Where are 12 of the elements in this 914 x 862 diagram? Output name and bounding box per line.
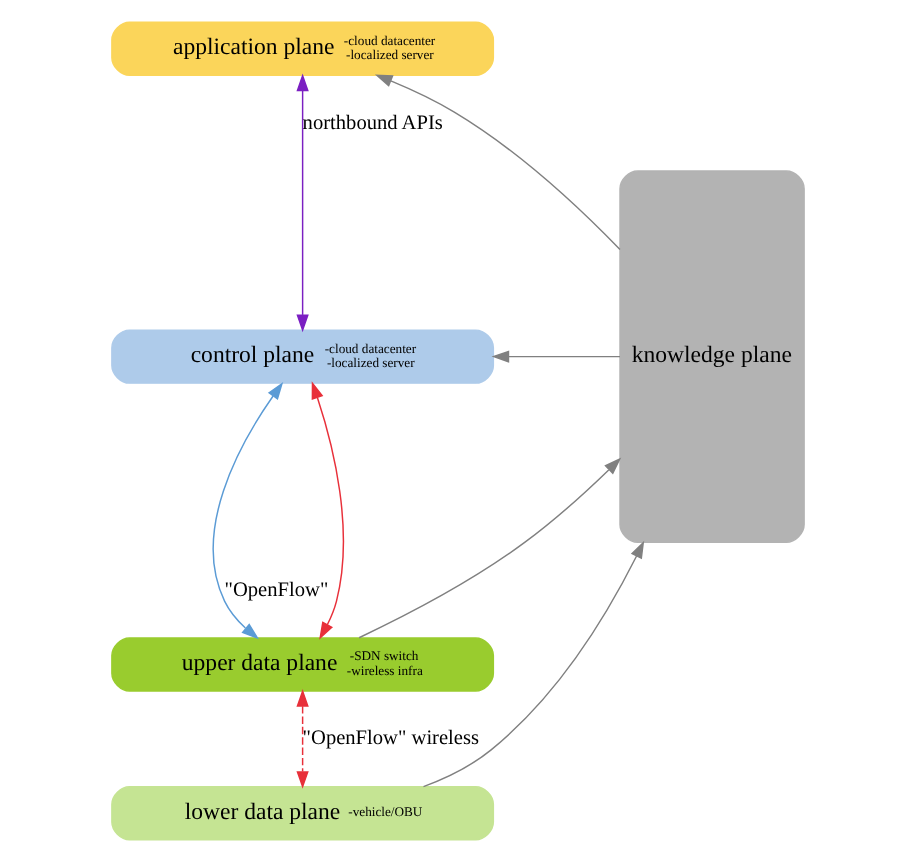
arrow xyxy=(295,689,308,789)
arrow xyxy=(373,74,620,251)
edge-label: "OpenFlow" wireless xyxy=(301,728,479,751)
edge-label: "OpenFlow" xyxy=(223,579,328,602)
arrow xyxy=(211,382,283,640)
arrow xyxy=(310,381,344,640)
arrow xyxy=(357,457,621,639)
arrow xyxy=(295,73,308,333)
edge-label: northbound APIs xyxy=(301,112,442,135)
node-box: knowledge plane xyxy=(618,170,804,543)
arrow xyxy=(421,540,644,788)
arrow xyxy=(490,350,620,363)
